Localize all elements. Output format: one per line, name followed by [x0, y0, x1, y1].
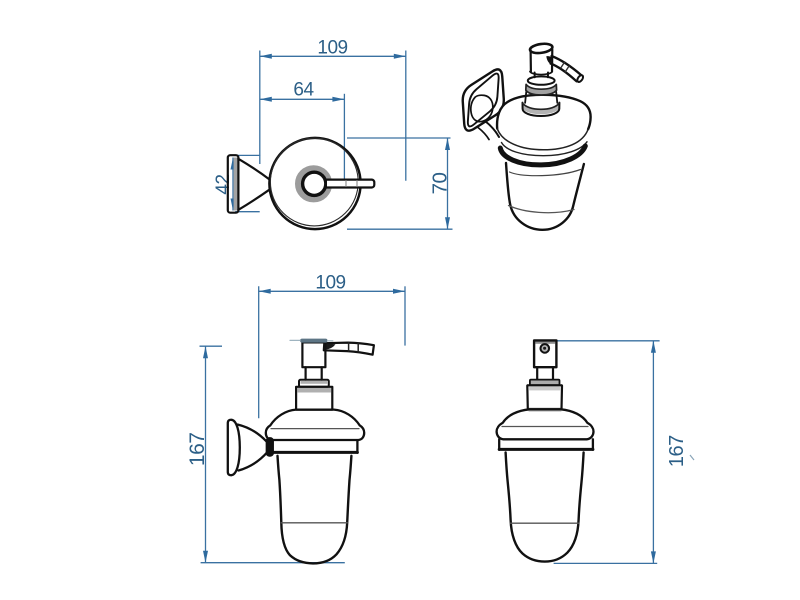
svg-text:109: 109	[317, 38, 347, 59]
svg-text:167: 167	[666, 435, 688, 467]
svg-text:42: 42	[213, 174, 234, 194]
svg-text:64: 64	[293, 80, 314, 101]
svg-text:109: 109	[315, 272, 345, 293]
svg-text:167: 167	[186, 433, 209, 467]
svg-text:70: 70	[429, 173, 452, 195]
